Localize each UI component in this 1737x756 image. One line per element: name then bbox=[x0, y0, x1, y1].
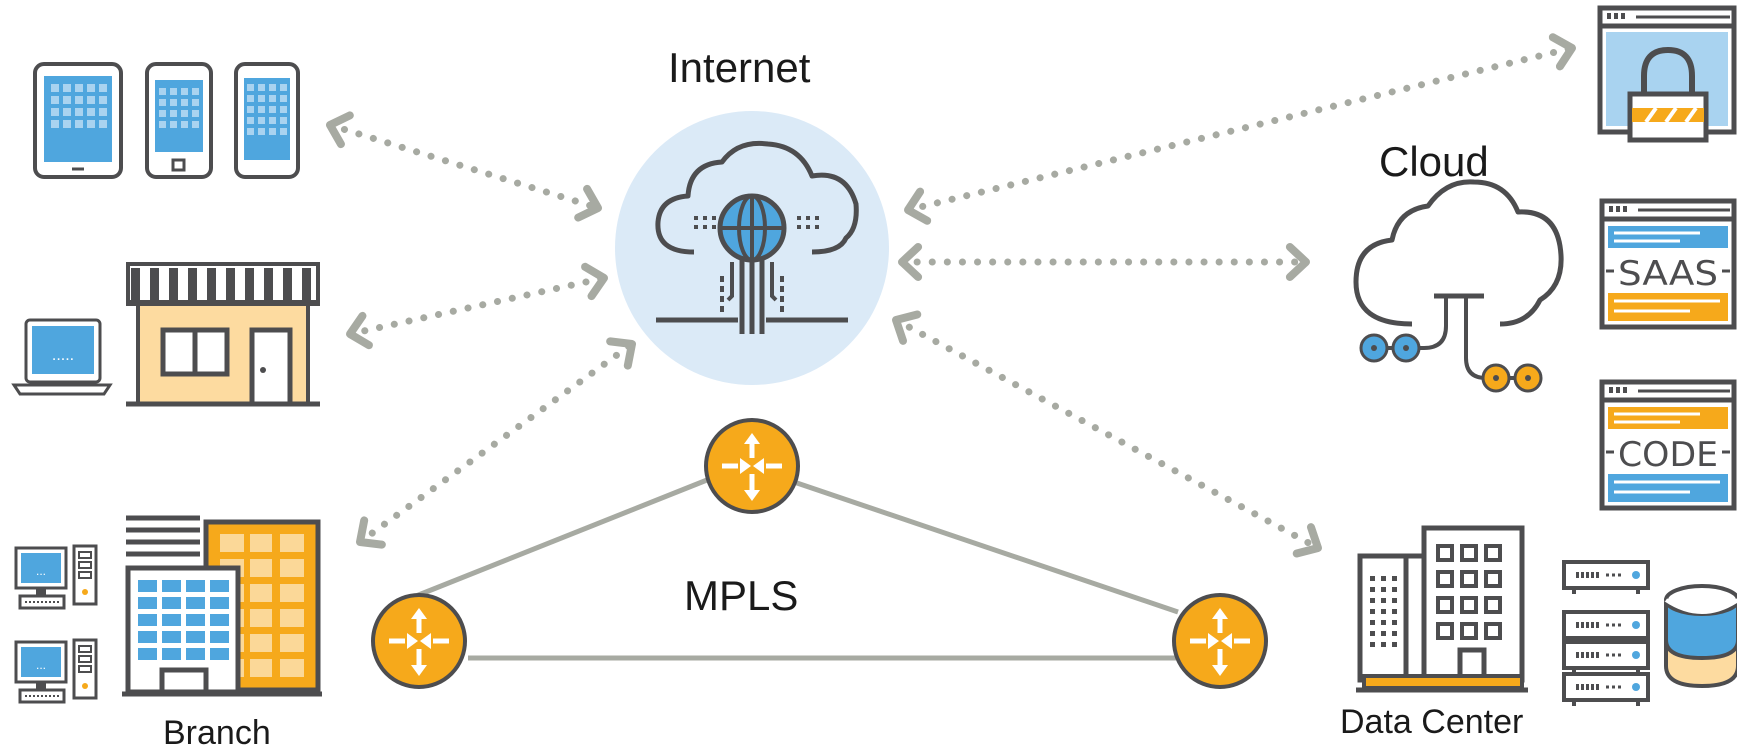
cloud-network-icon bbox=[1353, 179, 1564, 393]
router-icon bbox=[1172, 593, 1268, 689]
laptop-icon: ..... bbox=[11, 318, 113, 396]
saas-window-icon-text: SAAS bbox=[1618, 254, 1718, 294]
server-rack-icon bbox=[1562, 610, 1650, 644]
mpls-label: MPLS bbox=[684, 572, 799, 619]
svg-text:...: ... bbox=[36, 564, 46, 578]
link-internet-cloud bbox=[898, 243, 1310, 281]
data-center-label: Data Center bbox=[1340, 703, 1524, 741]
phone-icon bbox=[145, 62, 213, 179]
tablet-icon bbox=[33, 62, 123, 179]
code-window-icon-text: CODE bbox=[1618, 435, 1718, 475]
cloud-label: Cloud bbox=[1379, 138, 1489, 185]
link-internet-secure bbox=[904, 33, 1576, 225]
secure-browser-lock-icon bbox=[1597, 5, 1737, 143]
code-window-icon: CODE bbox=[1599, 379, 1737, 511]
link-branch-internet bbox=[356, 337, 636, 549]
svg-text:...: ... bbox=[36, 658, 46, 672]
link-internet-datacenter bbox=[892, 310, 1322, 558]
internet-label: Internet bbox=[668, 44, 811, 91]
desktop-computer-icon: ... bbox=[14, 638, 98, 704]
office-building-icon bbox=[122, 515, 322, 697]
link-devices-internet bbox=[326, 111, 602, 222]
internet-cloud-globe-icon bbox=[615, 111, 889, 385]
database-icon bbox=[1664, 584, 1737, 689]
mpls-links bbox=[415, 475, 1179, 661]
desktop-computer-icon: ... bbox=[14, 544, 98, 610]
server-rack-icon bbox=[1562, 560, 1650, 594]
phone-icon bbox=[234, 62, 300, 179]
router-icon bbox=[704, 418, 800, 514]
server-rack-icon bbox=[1562, 640, 1650, 674]
data-center-building-icon bbox=[1356, 525, 1528, 693]
diagram-icons: ..... SAAS CODE...... bbox=[11, 5, 1737, 706]
branch-label: Branch bbox=[163, 714, 271, 752]
link-store-internet bbox=[346, 262, 608, 350]
storefront-icon bbox=[126, 262, 320, 407]
connection-links bbox=[326, 33, 1576, 661]
saas-window-icon: SAAS bbox=[1599, 198, 1737, 330]
svg-text:.....: ..... bbox=[52, 347, 74, 364]
router-icon bbox=[371, 593, 467, 689]
server-rack-icon bbox=[1562, 672, 1650, 706]
